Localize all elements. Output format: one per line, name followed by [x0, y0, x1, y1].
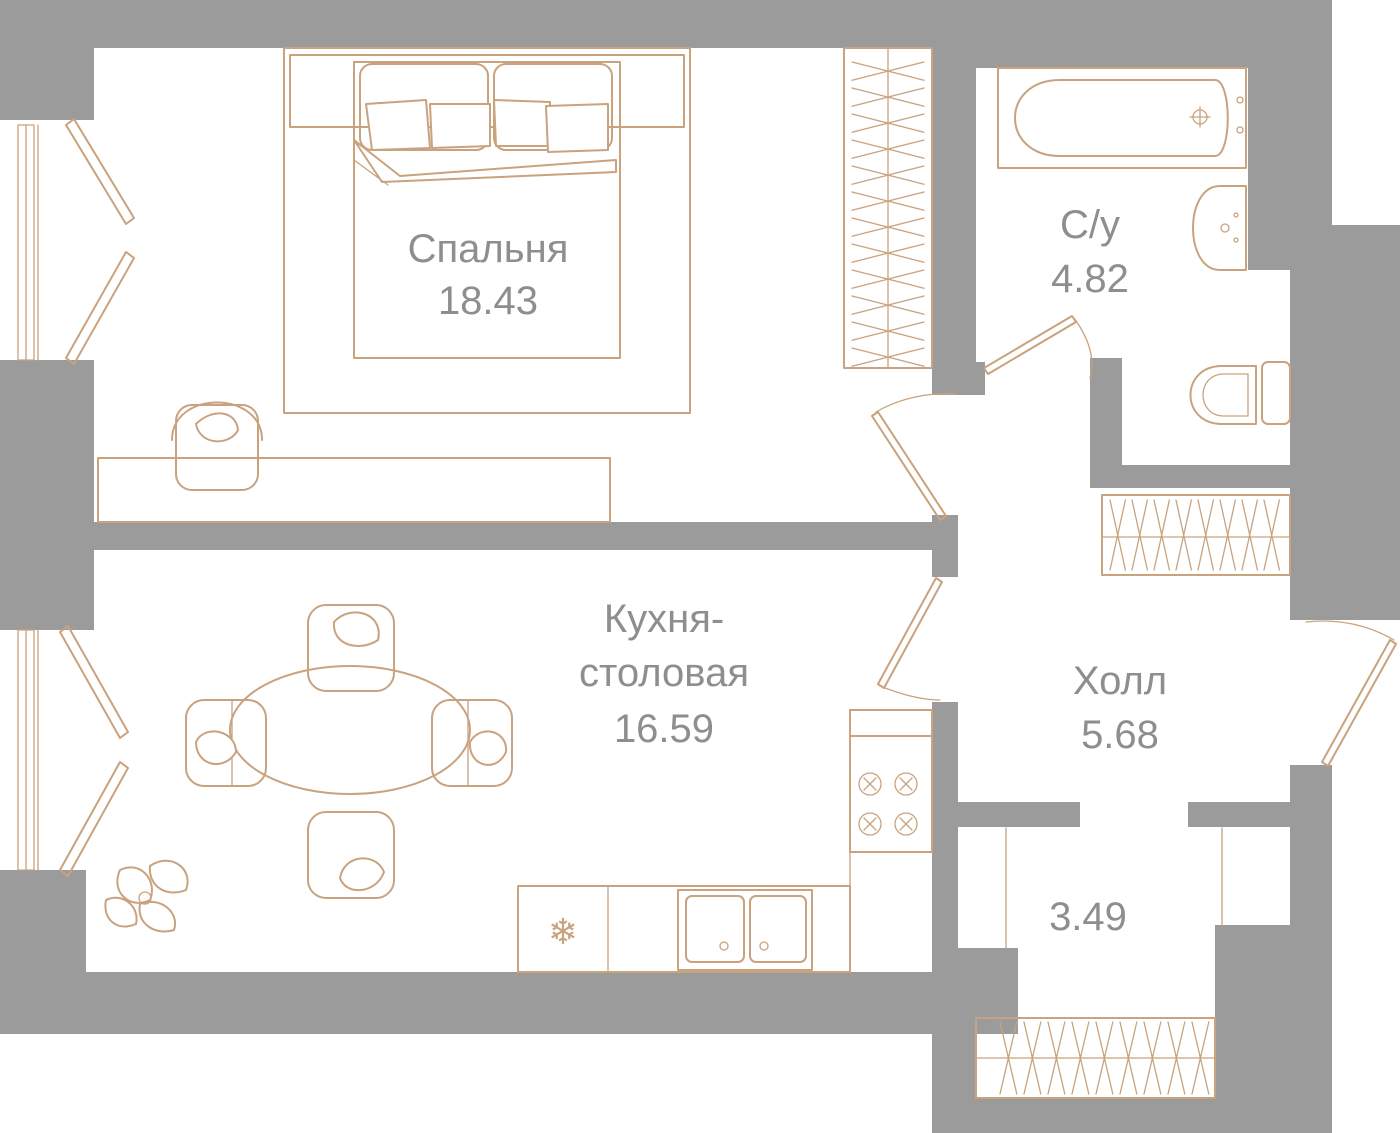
bed: [283, 47, 691, 414]
bathroom-name: С/у: [1060, 203, 1120, 247]
sink: [1192, 185, 1247, 271]
hanger-line: [851, 113, 925, 133]
desk: [97, 457, 611, 523]
kitchen-name-line2: столовая: [579, 651, 749, 695]
hanger-line: [1071, 1021, 1090, 1095]
wardrobe-hangers: [999, 1021, 1210, 1095]
hanger-line: [851, 347, 925, 367]
dining-chair-top: [307, 604, 395, 692]
hanger-line: [851, 321, 925, 341]
storage-shelves: [1005, 827, 1223, 949]
desk-chair: [171, 401, 263, 491]
bathtub: [997, 67, 1247, 169]
bathroom-area: 4.82: [1051, 257, 1129, 301]
plant: [104, 859, 189, 933]
kitchen-door: [877, 577, 943, 701]
hanger-line: [851, 61, 925, 81]
dining-chair-right: [431, 699, 513, 787]
hanger-line: [851, 217, 925, 237]
hanger-line: [851, 295, 925, 315]
bedroom-area: 18.43: [438, 279, 538, 323]
wardrobe-hall: [1101, 494, 1291, 576]
hanger-line: [1023, 1021, 1042, 1095]
kitchen-counter: [517, 735, 851, 973]
hanger-line: [1241, 499, 1259, 571]
wardrobe-bedroom: [843, 47, 933, 369]
hanger-line: [851, 87, 925, 107]
stove: [849, 709, 933, 853]
hall-area: 5.68: [1081, 713, 1159, 757]
wardrobe-storage: [975, 1017, 1216, 1099]
hanger-line: [851, 243, 925, 263]
hanger-line: [1167, 1021, 1186, 1095]
hanger-line: [1109, 499, 1127, 571]
hanger-line: [1263, 499, 1281, 571]
hanger-line: [851, 269, 925, 289]
bedroom-door: [871, 392, 957, 521]
hanger-line: [1153, 499, 1171, 571]
hanger-line: [851, 191, 925, 211]
hanger-line: [1191, 1021, 1210, 1095]
kitchen-area: 16.59: [614, 707, 714, 751]
hanger-line: [1219, 499, 1237, 571]
hanger-line: [1143, 1021, 1162, 1095]
hanger-line: [1119, 1021, 1138, 1095]
bedroom-name: Спальня: [408, 227, 569, 271]
hanger-line: [851, 139, 925, 159]
hanger-line: [1047, 1021, 1066, 1095]
bathroom-door: [983, 315, 1093, 379]
toilet: [1189, 361, 1291, 425]
hanger-line: [1175, 499, 1193, 571]
hanger-line: [851, 165, 925, 185]
hanger-line: [1197, 499, 1215, 571]
storage-area: 3.49: [1049, 895, 1127, 939]
double-sink: [677, 889, 813, 971]
dining-table: [229, 665, 471, 795]
wardrobe-hangers: [1109, 499, 1281, 571]
wardrobe-hangers: [851, 61, 925, 367]
hanger-line: [1095, 1021, 1114, 1095]
hanger-line: [999, 1021, 1018, 1095]
windows: [17, 118, 135, 877]
hall-name: Холл: [1073, 659, 1167, 703]
kitchen-name-line1: Кухня-: [604, 597, 724, 641]
hanger-line: [1131, 499, 1149, 571]
dining-chair-bottom: [307, 811, 395, 899]
dining-chair-left: [185, 699, 267, 787]
fridge-snowflake-icon: ❄: [548, 912, 578, 953]
entrance-door: [1305, 620, 1397, 767]
